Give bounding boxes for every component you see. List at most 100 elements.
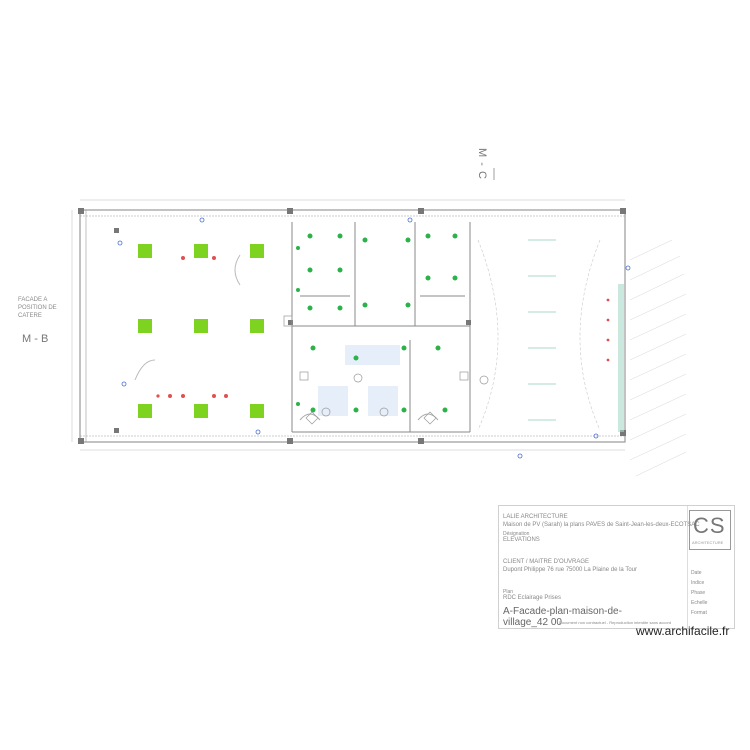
light-point: [353, 407, 359, 413]
hatch: [629, 373, 687, 401]
hatch: [629, 255, 681, 281]
light-point: [296, 288, 300, 292]
grey-symbol: [321, 407, 331, 417]
pillar: [620, 208, 626, 214]
pillar: [418, 208, 424, 214]
grey-symbol: [353, 373, 363, 383]
blue-marks: [117, 217, 631, 459]
blue-zones: [318, 345, 400, 416]
light-point: [452, 233, 458, 239]
pillar: [288, 320, 293, 325]
outlet-mark: [224, 394, 228, 398]
title-block-line: CLIENT / MAITRE D'OUVRAGE: [503, 559, 590, 565]
facade-label-line: POSITION DE: [18, 305, 57, 311]
light-point: [425, 275, 431, 281]
fine-print: Document non contractuel - Reproduction …: [559, 620, 672, 625]
curve-line: [579, 239, 601, 431]
electrical-marks: [156, 256, 610, 398]
section-label-top: M - C: [476, 148, 488, 180]
light-point: [362, 302, 368, 308]
pillar: [287, 438, 293, 444]
facade-label-line: FACADE A: [18, 297, 48, 303]
dimension-ticks: [71, 199, 625, 451]
green-blocks: [138, 244, 264, 418]
light-point: [353, 355, 359, 361]
title-block-divider: [687, 506, 688, 628]
project-name-line-2: village_42 00: [503, 617, 562, 628]
switch-mark: [255, 429, 261, 435]
outlet-mark: [168, 394, 172, 398]
hatch: [629, 393, 687, 421]
interior-walls: [134, 222, 471, 433]
title-block-line: RDC Eclairage Prises: [503, 595, 562, 601]
title-block-line: LALIE ARCHITECTURE: [503, 514, 568, 520]
light-point: [307, 267, 313, 273]
diamond-symbol: [305, 411, 319, 425]
section-label-left: M - B: [22, 333, 49, 345]
switch-mark: [593, 433, 599, 439]
pillar: [114, 428, 119, 433]
hatch: [629, 273, 685, 301]
light-point: [452, 275, 458, 281]
switch-mark: [121, 381, 127, 387]
light-point: [337, 267, 343, 273]
hatch: [629, 413, 687, 441]
green-block: [194, 244, 208, 258]
window-strip: [618, 284, 624, 432]
outlet-mark: [181, 256, 185, 260]
diamond-symbol: [423, 411, 437, 425]
light-points: [296, 233, 458, 413]
light-point: [401, 345, 407, 351]
switch-mark: [625, 265, 631, 271]
light-point: [405, 237, 411, 243]
green-block: [250, 244, 264, 258]
project-name-line-1: A-Facade-plan-maison-de-: [503, 606, 622, 617]
pillar: [418, 438, 424, 444]
pillar: [620, 430, 626, 436]
switch-mark: [407, 217, 413, 223]
outlet-mark: [606, 358, 610, 362]
pillar: [466, 320, 471, 325]
hatch: [635, 451, 687, 477]
logo-text: CS: [693, 513, 726, 538]
facade-label: FACADE A POSITION DE CATERE: [18, 296, 57, 320]
switch-mark: [199, 217, 205, 223]
blue-zone-3: [345, 345, 400, 365]
outer-walls: [79, 209, 626, 443]
title-block-line: Désignation: [503, 531, 530, 537]
pillar: [78, 438, 84, 444]
pillar: [287, 208, 293, 214]
hatch: [629, 333, 687, 361]
terrace-hatching: [629, 239, 687, 477]
grey-symbol: [283, 315, 293, 327]
light-point: [296, 402, 300, 406]
facade-label-line: CATERE: [18, 313, 42, 319]
light-point: [362, 237, 368, 243]
title-block-line: Maison de PV (Sarah) la plans PAVES de S…: [503, 522, 700, 528]
light-point: [310, 407, 316, 413]
green-block: [194, 404, 208, 418]
watermark-link[interactable]: www.archifacile.fr: [636, 624, 730, 638]
light-point: [337, 305, 343, 311]
building-outline: [79, 209, 626, 443]
right-room: [528, 239, 556, 421]
light-point: [435, 345, 441, 351]
grey-symbol: [379, 407, 389, 417]
side-label: Echelle: [691, 600, 708, 606]
grey-symbol: [299, 371, 309, 381]
curve-line: [477, 239, 499, 431]
right-room-curves: [477, 239, 601, 431]
outlet-mark: [606, 298, 610, 302]
light-point: [310, 345, 316, 351]
side-label: Format: [691, 610, 707, 616]
hatch: [629, 353, 687, 381]
side-label: Phase: [691, 590, 706, 596]
pillar: [78, 208, 84, 214]
hatch: [629, 313, 687, 341]
switch-mark: [117, 240, 123, 246]
pillars: [78, 208, 626, 444]
light-point: [307, 233, 313, 239]
blue-zone-2: [368, 386, 398, 416]
title-block-line: Dupont Philippe 76 rue 75000 La Plaine d…: [503, 567, 637, 573]
